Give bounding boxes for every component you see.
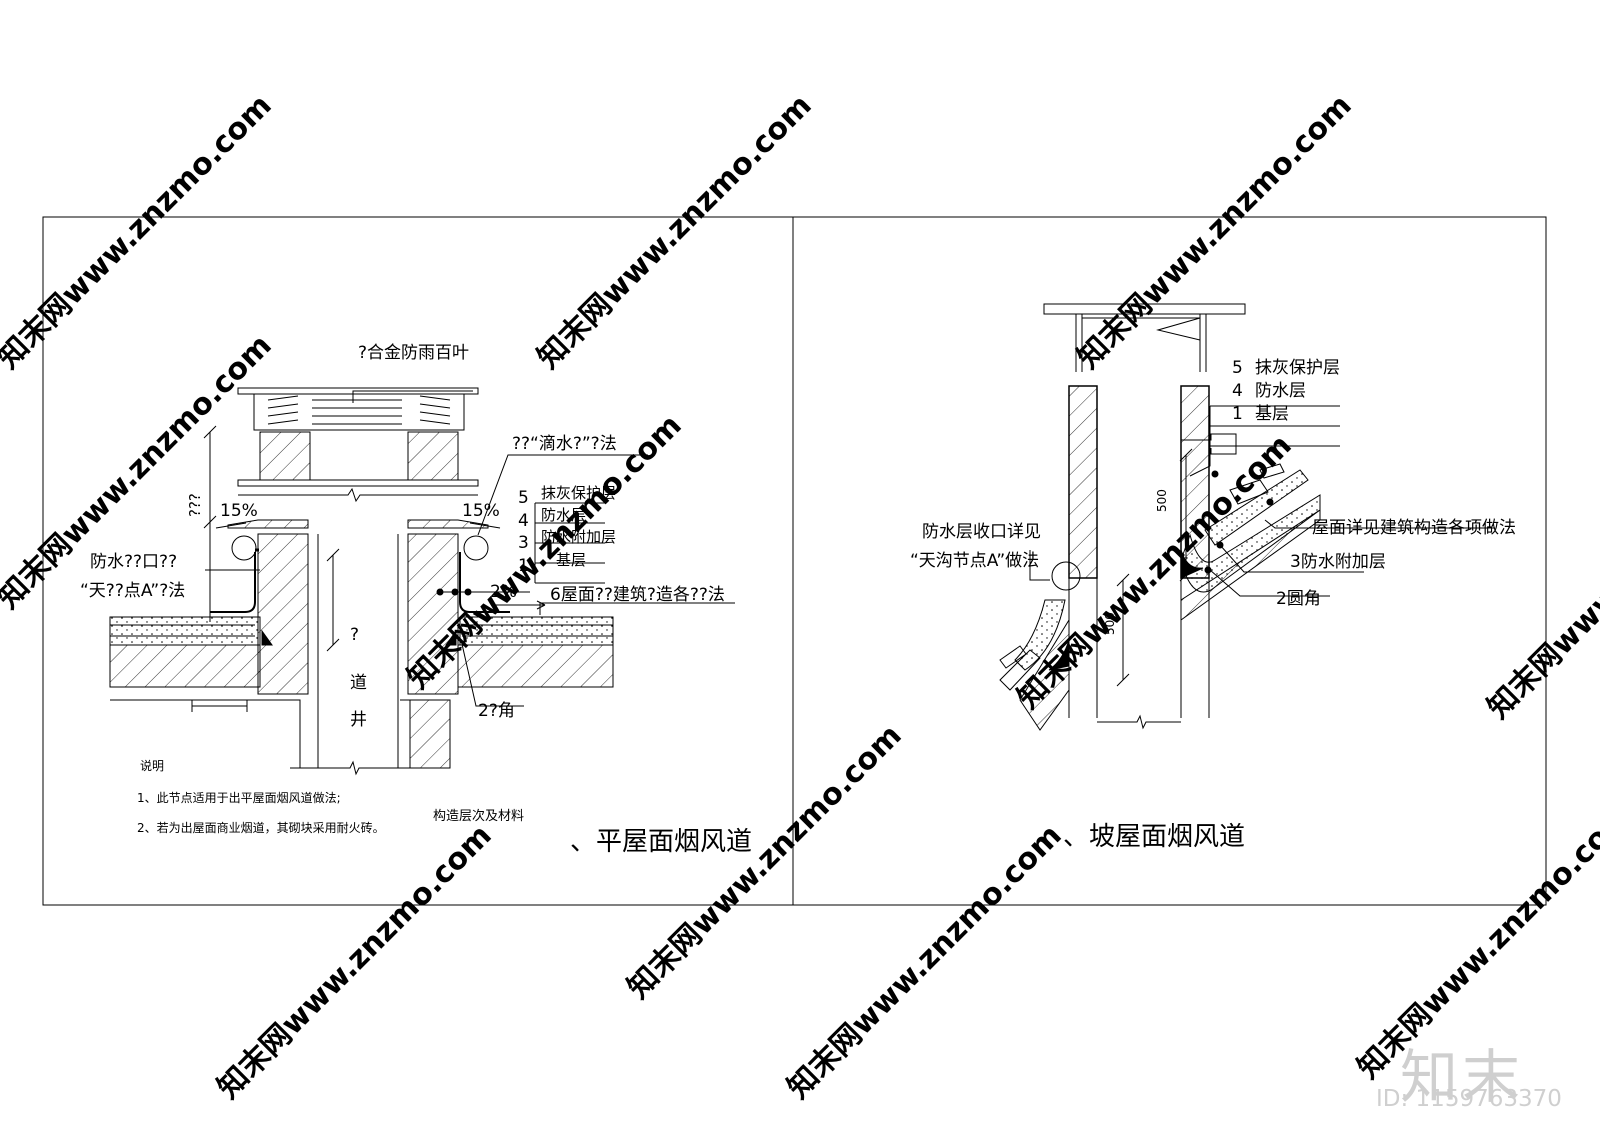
watermark: 知末网www.znzmo.com xyxy=(211,818,499,1106)
brand-id: ID: 1159763370 xyxy=(1376,1086,1562,1112)
layer-num: 3 xyxy=(518,533,529,553)
left-panel-title: 、平屋面烟风道 xyxy=(570,827,752,857)
louver xyxy=(253,393,465,431)
layer-text: 基层 xyxy=(556,551,586,569)
roof-note: 屋面详见建筑构造各项做法 xyxy=(1312,518,1516,538)
watermark: 知末网www.znzmo.com xyxy=(1071,88,1359,376)
layer-num: 5 xyxy=(1232,358,1243,378)
drawing-frame xyxy=(42,216,1547,906)
sloped-roof-labels: 5 抹灰保护层 4 防水层 1 基层 防水层收口详见 “天沟节点A”做法 屋面详… xyxy=(910,358,1516,852)
closure-label-1: 防水层收口详见 xyxy=(922,522,1041,542)
shaft-label-2: 道 xyxy=(350,673,367,693)
flat-roof-detail xyxy=(109,387,735,776)
watermark: 知末网www.znzmo.com xyxy=(0,328,279,616)
right-panel-title: 、坡屋面烟风道 xyxy=(1063,822,1245,852)
watermark: 知末网www.znzmo.com xyxy=(621,718,909,1006)
slope-right-label: 15% xyxy=(462,501,500,521)
drip-label: ??“滴水?”?法 xyxy=(512,434,617,454)
layer-text: 抹灰保护层 xyxy=(1255,358,1340,378)
layer-text: 防水附加层 xyxy=(541,528,616,546)
layer3-label: 3防水附加层 xyxy=(1290,552,1386,572)
layer-text: 防水层 xyxy=(541,506,586,524)
flat-roof-labels: ?合金防雨百叶 ??“滴水?”?法 ??? 15% 15% 防水??口?? “天… xyxy=(80,343,752,857)
dim-upper: 500 xyxy=(1155,489,1169,512)
shaft-label-3: 井 xyxy=(350,710,367,730)
watermark: 知末网www.znzmo.com xyxy=(0,88,279,376)
layer-text: 防水层 xyxy=(1255,381,1306,401)
layer-text: 基层 xyxy=(1255,404,1289,424)
material-note: 构造层次及材料 xyxy=(433,808,524,824)
layer-num: 1 xyxy=(518,556,529,576)
watermark: 知末网www.znzmo.com xyxy=(1481,438,1600,726)
layer-num: 5 xyxy=(518,488,529,508)
brand-logo: 知末 xyxy=(1400,1043,1525,1111)
waterproof-label-2: “天??点A”?法 xyxy=(80,581,185,601)
slope-left-label: 15% xyxy=(220,501,258,521)
waterproof-label-1: 防水??口?? xyxy=(90,552,177,572)
dim-lower: 500 xyxy=(1103,612,1117,635)
sloped-roof-detail xyxy=(999,303,1495,731)
watermark: 知末网www.znzmo.com xyxy=(781,818,1069,1106)
watermark: 知末网www.znzmo.com xyxy=(531,88,819,376)
note-line: 2、若为出屋面商业烟道，其砌块采用耐火砖。 xyxy=(137,820,385,835)
closure-label-2: “天沟节点A”做法 xyxy=(910,551,1039,571)
layer-num: 1 xyxy=(1232,404,1243,424)
notes-title: 说明 xyxy=(140,758,164,773)
fillet-label: 2圆角 xyxy=(1276,589,1321,609)
roof-slope-label: 2% xyxy=(490,582,517,602)
height-label: ??? xyxy=(186,493,204,517)
layer-num: 4 xyxy=(518,511,529,531)
watermark-layer: 知末网www.znzmo.com 知末网www.znzmo.com 知末网www… xyxy=(0,88,1600,1106)
layer-text: 抹灰保护层 xyxy=(541,484,616,502)
roof-note: 6屋面??建筑?造各??法 xyxy=(550,585,725,605)
shaft-label-1: ? xyxy=(350,625,359,645)
note-line: 1、此节点适用于出平屋面烟风道做法; xyxy=(137,790,341,805)
layer-num: 4 xyxy=(1232,381,1243,401)
louver-label: ?合金防雨百叶 xyxy=(358,343,469,363)
corner-label: 2?角 xyxy=(478,701,515,721)
